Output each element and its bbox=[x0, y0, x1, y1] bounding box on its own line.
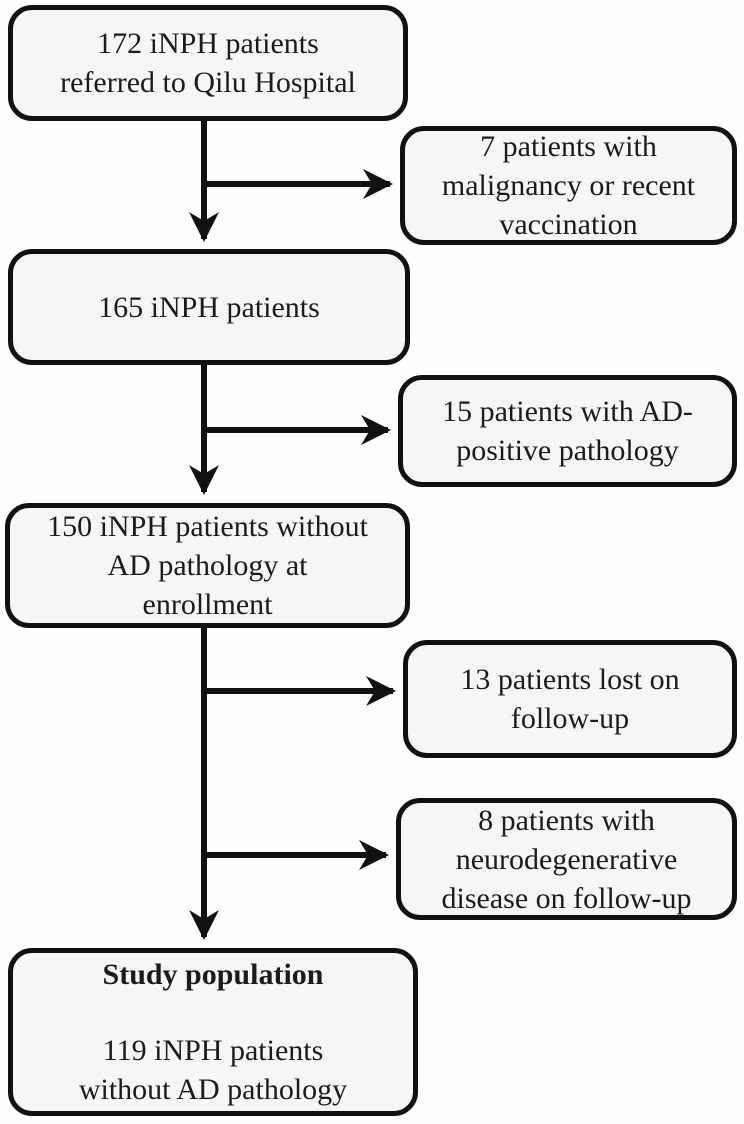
node-text: disease on follow-up bbox=[441, 881, 692, 915]
study-population-heading: Study population bbox=[102, 958, 324, 991]
node-text: 8 patients with bbox=[478, 803, 655, 837]
node-text: 15 patients with AD- bbox=[442, 395, 693, 428]
node-text: without AD pathology bbox=[78, 1073, 348, 1106]
node-text: 172 iNPH patients bbox=[97, 27, 319, 60]
node-text: 119 iNPH patients bbox=[102, 1034, 324, 1067]
node-text: 165 iNPH patients bbox=[98, 290, 320, 324]
node-text: AD pathology at bbox=[107, 549, 308, 582]
node-text: enrollment bbox=[142, 588, 273, 621]
node-165-patients: 165 iNPH patients bbox=[8, 249, 410, 365]
node-text: referred to Qilu Hospital bbox=[60, 66, 356, 99]
node-excluded-lost-followup: 13 patients lost on follow-up bbox=[403, 640, 737, 758]
node-excluded-neurodegenerative: 8 patients with neurodegenerative diseas… bbox=[396, 798, 737, 920]
node-150-patients: 150 iNPH patients without AD pathology a… bbox=[5, 503, 410, 628]
node-text: positive pathology bbox=[456, 434, 679, 467]
node-excluded-ad-pathology: 15 patients with AD- positive pathology bbox=[398, 375, 737, 487]
node-study-population: Study population 119 iNPH patients witho… bbox=[8, 948, 418, 1116]
node-excluded-malignancy: 7 patients with malignancy or recent vac… bbox=[400, 126, 737, 245]
node-text: neurodegenerative bbox=[455, 842, 678, 876]
node-text: malignancy or recent bbox=[441, 169, 696, 202]
node-text: 13 patients lost on bbox=[460, 663, 680, 696]
node-text: follow-up bbox=[510, 702, 630, 735]
node-text: 150 iNPH patients without bbox=[47, 510, 368, 543]
node-text: 7 patients with bbox=[480, 130, 657, 163]
node-referred-patients: 172 iNPH patients referred to Qilu Hospi… bbox=[8, 5, 408, 121]
node-text: vaccination bbox=[499, 208, 638, 241]
